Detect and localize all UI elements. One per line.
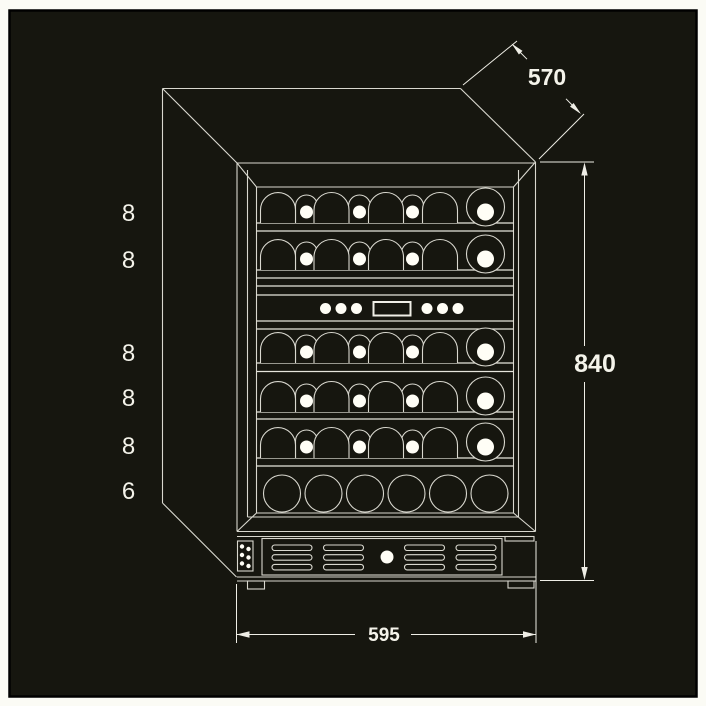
standing-bottle-circle — [387, 474, 426, 513]
standing-bottle-circle — [304, 474, 343, 513]
plinth — [236, 530, 536, 590]
control-button — [437, 303, 448, 314]
height-label: 840 — [574, 350, 616, 378]
arrowhead-up-left — [511, 43, 523, 55]
capacity-label-row-6: 6 — [122, 478, 135, 505]
capacity-labels: 8 8 8 8 8 6 — [122, 200, 135, 505]
control-button — [452, 303, 464, 314]
left-top-depth-edge — [162, 88, 238, 164]
standing-bottle-circle — [428, 474, 468, 513]
control-button — [320, 303, 331, 314]
door-corner-top-left — [236, 162, 257, 188]
door-corner-bottom-right — [513, 512, 536, 532]
hinge-screw-dot — [246, 546, 251, 552]
arrowhead-down-right — [570, 103, 581, 114]
hinge-screw-dot — [246, 563, 251, 569]
vent-center-dot — [380, 550, 394, 564]
width-label: 595 — [368, 625, 400, 646]
extension-line — [462, 40, 518, 86]
capacity-label-row-4: 8 — [122, 385, 135, 412]
arrowhead-up — [581, 162, 588, 176]
arrowhead-left — [236, 631, 250, 638]
hinge-plate — [236, 540, 254, 572]
extension-line — [538, 113, 585, 160]
dimension-width: 595 — [236, 541, 537, 646]
control-button — [351, 303, 362, 314]
arrowhead-right — [523, 631, 536, 638]
depth-label: 570 — [528, 64, 566, 90]
capacity-label-row-2: 8 — [122, 247, 135, 274]
foot-left — [246, 580, 266, 590]
hinge-screw-dot — [239, 544, 245, 549]
plinth-right-tab — [504, 535, 535, 542]
standing-bottle-circle — [345, 474, 385, 513]
dimension-height: 840 — [540, 161, 616, 581]
hinge-screw-dot — [239, 552, 245, 558]
right-top-depth-edge — [460, 88, 536, 163]
standing-bottles-row — [262, 474, 509, 513]
capacity-label-row-5: 8 — [122, 433, 135, 460]
left-bottom-depth-edge — [162, 502, 237, 578]
vent-grille — [261, 537, 503, 576]
control-button — [421, 303, 433, 314]
foot-right — [507, 580, 535, 589]
door-corner-top-right — [513, 161, 536, 188]
door-frame — [236, 161, 536, 532]
capacity-label-row-3: 8 — [122, 340, 135, 367]
display-window — [372, 301, 412, 317]
control-button — [335, 303, 347, 314]
capacity-label-row-1: 8 — [122, 200, 135, 227]
hinge-screw-dot — [239, 561, 245, 566]
standing-bottle-circle — [262, 474, 302, 513]
door-corner-bottom-left — [236, 512, 257, 532]
hinge-screw-dot — [246, 555, 251, 560]
standing-bottle-circle — [470, 474, 509, 513]
control-panel — [320, 301, 464, 317]
cabinet-outline — [161, 87, 537, 578]
dimension-depth: 570 — [462, 40, 585, 160]
arrowhead-down — [581, 567, 588, 580]
